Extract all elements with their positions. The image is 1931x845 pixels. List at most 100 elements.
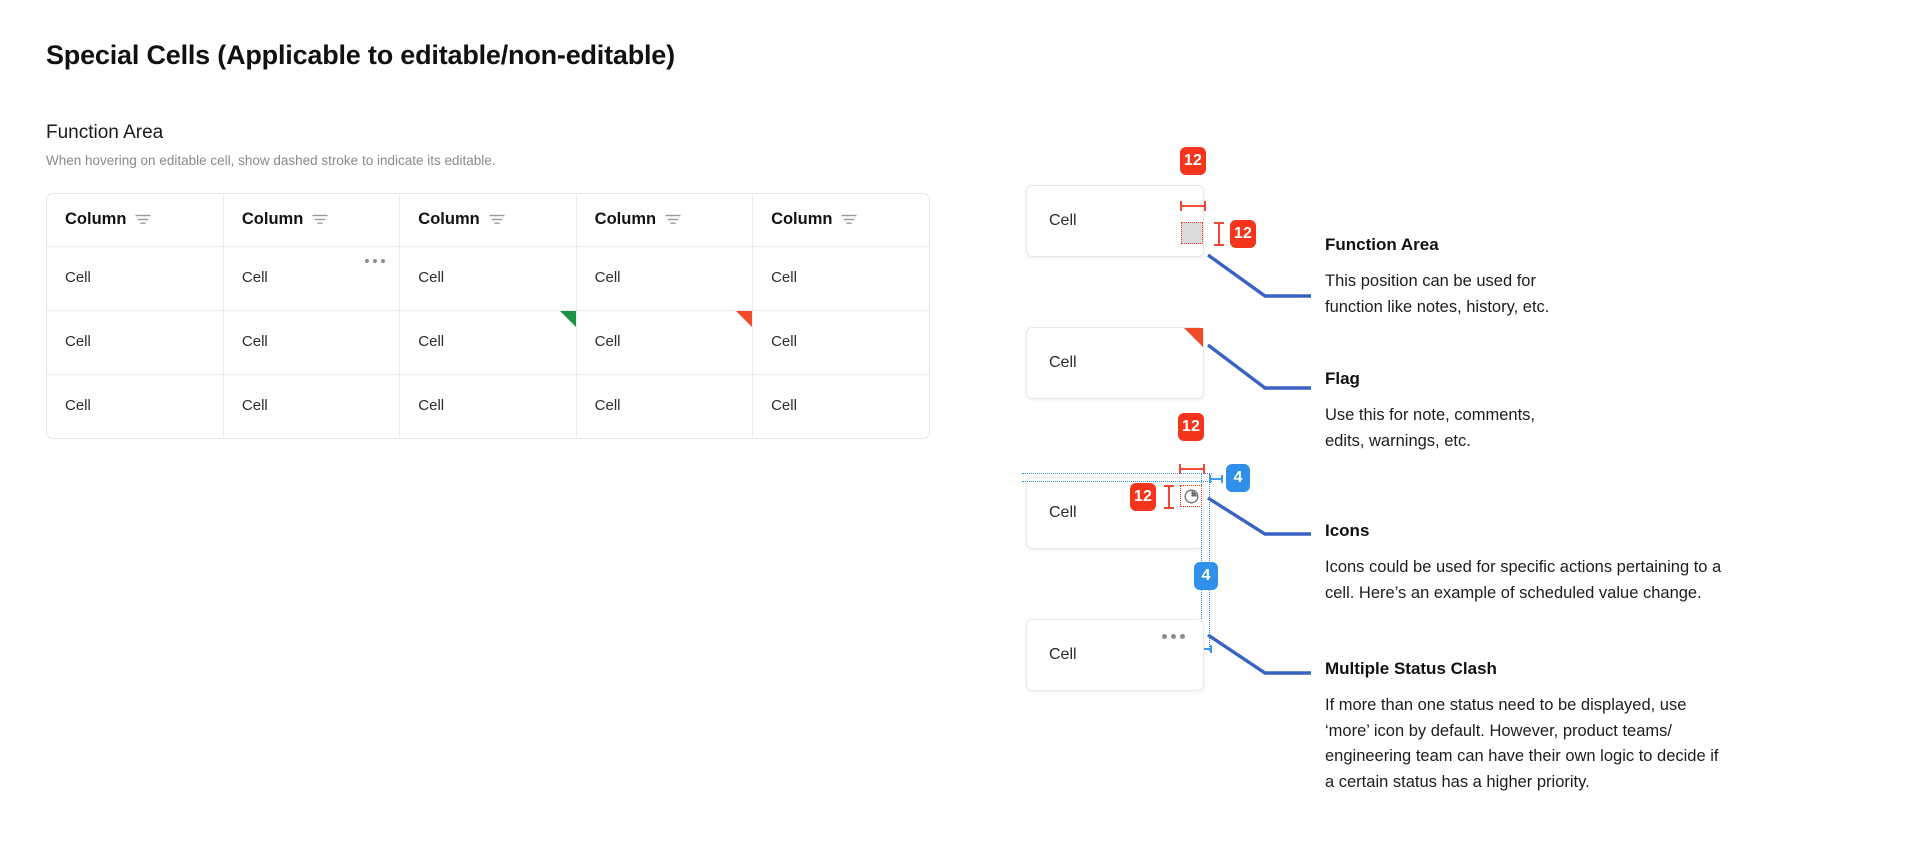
column-header-2[interactable]: Column bbox=[223, 194, 401, 247]
measure-ruler-vertical bbox=[1164, 485, 1174, 509]
spec-body-line: engineering team can have their own logi… bbox=[1325, 747, 1719, 766]
cell-text: Cell bbox=[241, 397, 268, 415]
spec-cell-label: Cell bbox=[1049, 212, 1077, 229]
cell-text: Cell bbox=[65, 333, 91, 350]
cell-text: Cell bbox=[594, 397, 621, 415]
spec-body-flag: Use this for note, comments, edits, warn… bbox=[1325, 403, 1745, 454]
spec-cell-label: Cell bbox=[1049, 354, 1077, 371]
table-cell[interactable]: Cell bbox=[47, 310, 224, 375]
corner-flag-red-icon bbox=[736, 310, 753, 327]
cell-text: Cell bbox=[65, 397, 91, 415]
column-header-label: Column bbox=[65, 210, 127, 229]
spec-body-line: function like notes, history, etc. bbox=[1325, 297, 1550, 316]
table-header-row: Column Column bbox=[47, 194, 929, 247]
spec-body-icons: Icons could be used for specific actions… bbox=[1325, 555, 1845, 606]
spec-title-multiple-status-clash: Multiple Status Clash bbox=[1325, 659, 1497, 678]
section-subtitle: When hovering on editable cell, show das… bbox=[46, 153, 496, 168]
table-cell[interactable]: Cell bbox=[576, 246, 754, 311]
column-header-1[interactable]: Column bbox=[47, 194, 224, 247]
spacing-guide-top-inner bbox=[1022, 481, 1212, 482]
column-header-label: Column bbox=[594, 210, 657, 229]
cell-text: Cell bbox=[418, 333, 445, 350]
cell-text: Cell bbox=[594, 269, 621, 286]
cell-text: Cell bbox=[594, 333, 621, 350]
filter-icon[interactable] bbox=[841, 214, 857, 225]
spec-body-function-area: This position can be used for function l… bbox=[1325, 269, 1745, 320]
table-cell[interactable]: Cell bbox=[47, 246, 224, 311]
spec-body-line: Icons could be used for specific actions… bbox=[1325, 558, 1722, 576]
table-cell[interactable]: Cell bbox=[576, 374, 754, 438]
spec-body-line: Use this for note, comments, bbox=[1325, 406, 1535, 424]
spec-body-multiple-status-clash: If more than one status need to be displ… bbox=[1325, 693, 1845, 795]
column-header-label: Column bbox=[771, 210, 833, 229]
table-cell-with-red-flag[interactable]: Cell bbox=[576, 310, 754, 375]
spec-card-multiple-status-clash[interactable]: Cell bbox=[1026, 619, 1204, 691]
table-cell[interactable]: Cell bbox=[752, 246, 929, 311]
table-cell[interactable]: Cell bbox=[223, 310, 401, 375]
spec-cell-label: Cell bbox=[1049, 646, 1077, 663]
column-header-3[interactable]: Column bbox=[399, 194, 577, 247]
table-cell[interactable]: Cell bbox=[399, 374, 577, 438]
spec-cell-label: Cell bbox=[1049, 504, 1077, 521]
spec-title-flag: Flag bbox=[1325, 369, 1360, 388]
table-cell[interactable]: Cell bbox=[399, 246, 577, 311]
measure-ruler-horizontal bbox=[1180, 201, 1206, 211]
more-horizontal-icon[interactable] bbox=[1162, 634, 1185, 639]
column-header-label: Column bbox=[418, 210, 480, 229]
table-row: Cell Cell Cell Cell Cell bbox=[47, 310, 929, 375]
corner-flag-red-icon bbox=[1184, 328, 1203, 347]
measure-ruler-horizontal bbox=[1179, 464, 1205, 474]
column-header-5[interactable]: Column bbox=[752, 194, 929, 247]
spec-body-line: ‘more’ icon by default. However, product… bbox=[1325, 721, 1672, 740]
measure-badge-12-top: 12 bbox=[1180, 147, 1206, 175]
clock-icon[interactable] bbox=[1184, 489, 1199, 504]
spec-card-function-area[interactable]: Cell bbox=[1026, 185, 1204, 257]
icon-hotspot-box bbox=[1180, 485, 1202, 507]
filter-icon[interactable] bbox=[312, 214, 328, 225]
function-area-hotspot bbox=[1181, 222, 1203, 244]
table-cell-with-green-flag[interactable]: Cell bbox=[399, 310, 577, 375]
filter-icon[interactable] bbox=[665, 214, 681, 225]
measure-badge-4-right: 4 bbox=[1226, 464, 1250, 492]
table-row: Cell Cell Cell Cell Cell bbox=[47, 246, 929, 311]
cell-text: Cell bbox=[65, 269, 91, 286]
table-cell[interactable]: Cell bbox=[47, 374, 224, 438]
spec-body-line: This position can be used for bbox=[1325, 272, 1536, 290]
measure-ruler-vertical bbox=[1214, 222, 1224, 246]
filter-icon[interactable] bbox=[489, 214, 505, 225]
special-cells-table: Column Column bbox=[46, 193, 930, 439]
cell-text: Cell bbox=[771, 269, 797, 286]
measure-badge-12-right: 12 bbox=[1230, 220, 1256, 248]
section-title: Function Area bbox=[46, 122, 164, 143]
cell-text: Cell bbox=[418, 269, 445, 286]
measure-ruler-blue-horizontal bbox=[1209, 475, 1223, 483]
table-cell[interactable]: Cell bbox=[223, 374, 401, 438]
spec-card-flag[interactable]: Cell bbox=[1026, 327, 1204, 399]
spec-body-line: If more than one status need to be displ… bbox=[1325, 696, 1687, 714]
table-cell[interactable]: Cell bbox=[752, 374, 929, 438]
table-row: Cell Cell Cell Cell Cell bbox=[47, 374, 929, 438]
cell-text: Cell bbox=[241, 269, 268, 286]
column-header-4[interactable]: Column bbox=[576, 194, 754, 247]
measure-badge-12-left: 12 bbox=[1130, 483, 1156, 511]
cell-text: Cell bbox=[771, 397, 797, 415]
table-cell[interactable]: Cell bbox=[752, 310, 929, 375]
spec-body-line: cell. Here’s an example of scheduled val… bbox=[1325, 583, 1702, 602]
spec-title-function-area: Function Area bbox=[1325, 235, 1439, 254]
table-cell-with-more[interactable]: Cell bbox=[223, 246, 401, 311]
page-title: Special Cells (Applicable to editable/no… bbox=[46, 40, 675, 70]
filter-icon[interactable] bbox=[135, 214, 151, 225]
spec-body-line: a certain status has a higher priority. bbox=[1325, 772, 1590, 791]
cell-text: Cell bbox=[241, 333, 268, 350]
measure-badge-4-bottom: 4 bbox=[1194, 562, 1218, 590]
spec-title-icons: Icons bbox=[1325, 521, 1370, 540]
measure-badge-12-top: 12 bbox=[1178, 413, 1204, 441]
cell-text: Cell bbox=[418, 397, 445, 415]
spacing-guide-top-outer bbox=[1022, 473, 1212, 474]
corner-flag-green-icon bbox=[559, 310, 576, 327]
column-header-label: Column bbox=[241, 210, 304, 229]
spec-card-icons[interactable]: Cell bbox=[1026, 477, 1204, 549]
more-horizontal-icon[interactable] bbox=[364, 258, 386, 263]
spec-body-line: edits, warnings, etc. bbox=[1325, 431, 1471, 450]
